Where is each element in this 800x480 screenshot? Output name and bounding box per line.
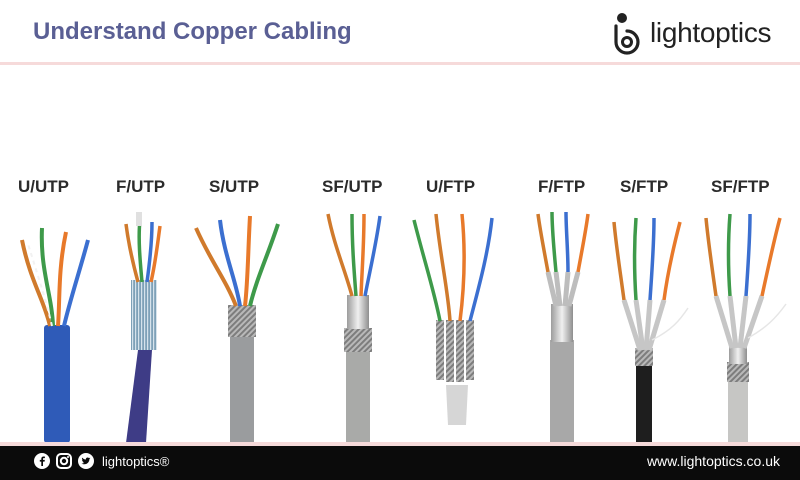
cable-f-utp: [124, 212, 162, 443]
cable-s-utp: [194, 215, 280, 443]
website-link[interactable]: www.lightoptics.co.uk: [646, 453, 780, 469]
footer: lightoptics® www.lightoptics.co.uk: [0, 446, 800, 480]
cable-sf-utp: [326, 213, 382, 443]
cable-sf-ftp: [704, 213, 787, 443]
cable-f-ftp: [536, 211, 590, 443]
facebook-icon[interactable]: [34, 453, 50, 469]
cable-illustrations: [20, 211, 787, 443]
header: Understand Copper Cabling lightoptics: [0, 0, 800, 62]
footer-divider: [0, 442, 800, 446]
cable-label-sf-ftp: SF/FTP: [711, 177, 770, 196]
cable-label-f-utp: F/UTP: [116, 177, 166, 196]
cable-u-ftp: [412, 213, 494, 425]
cable-label-f-ftp: F/FTP: [538, 177, 586, 196]
logo-text-optics: optics: [699, 17, 772, 48]
lightoptics-logo[interactable]: lightoptics: [608, 8, 788, 56]
logo-text-light: light: [650, 17, 700, 48]
logo-mark-icon: [614, 13, 640, 55]
logo-wordmark: lightoptics: [650, 17, 772, 49]
cable-s-ftp: [612, 217, 689, 443]
header-divider: [0, 62, 800, 65]
footer-brand: lightoptics®: [102, 454, 170, 469]
page-title: Understand Copper Cabling: [33, 18, 352, 45]
cable-label-s-ftp: S/FTP: [620, 177, 669, 196]
cable-label-u-ftp: U/FTP: [426, 177, 476, 196]
cable-label-u-utp: U/UTP: [18, 177, 69, 196]
cable-u-utp: [20, 227, 90, 443]
cable-label-sf-utp: SF/UTP: [322, 177, 383, 196]
twitter-icon[interactable]: [78, 453, 94, 469]
cable-label-s-utp: S/UTP: [209, 177, 260, 196]
instagram-icon[interactable]: [56, 453, 72, 469]
